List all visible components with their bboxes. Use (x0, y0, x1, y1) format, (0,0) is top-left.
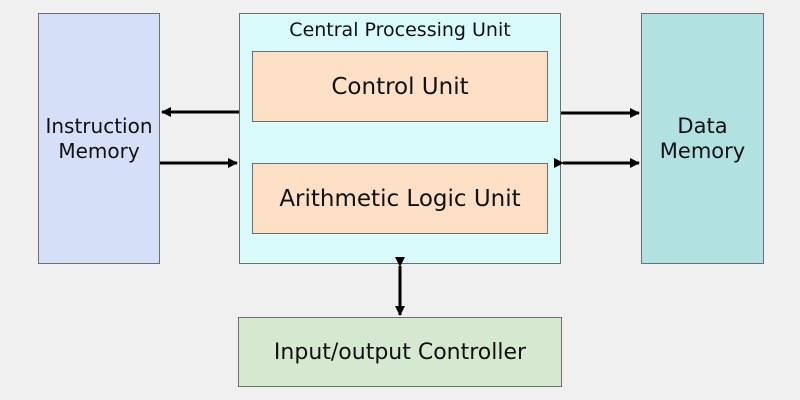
alu-label: Arithmetic Logic Unit (279, 185, 521, 212)
control-unit-box: Control Unit (252, 51, 548, 122)
data-memory-label: Data Memory (659, 113, 746, 163)
control-unit-label: Control Unit (331, 73, 469, 100)
alu-box: Arithmetic Logic Unit (252, 163, 548, 234)
cpu-title: Central Processing Unit (289, 19, 511, 41)
io-controller-label: Input/output Controller (273, 339, 527, 365)
instruction-memory-box: Instruction Memory (38, 13, 160, 264)
io-controller-box: Input/output Controller (238, 317, 562, 387)
data-memory-box: Data Memory (641, 13, 764, 264)
instruction-memory-label: Instruction Memory (45, 113, 153, 163)
